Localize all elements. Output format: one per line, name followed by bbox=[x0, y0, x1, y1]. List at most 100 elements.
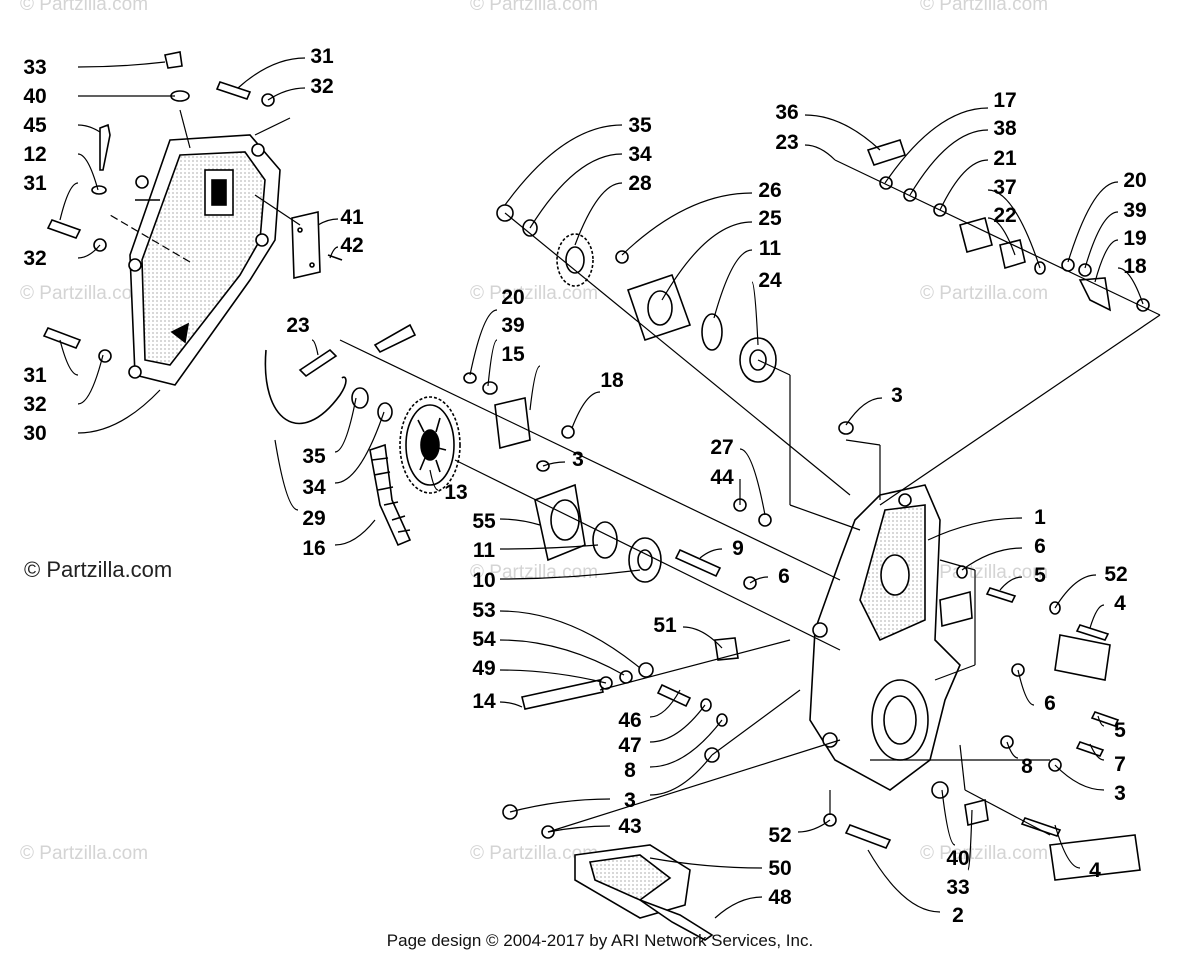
lower-sprocket-part bbox=[399, 396, 461, 494]
callout-number: 44 bbox=[710, 466, 734, 489]
callout-number: 25 bbox=[758, 207, 782, 230]
leader-line bbox=[649, 719, 723, 768]
watermark-text: © Partzilla.com bbox=[470, 843, 599, 864]
callout-number: 32 bbox=[310, 75, 333, 98]
callout-number: 5 bbox=[1034, 564, 1046, 587]
leader-line bbox=[317, 218, 339, 226]
leader-line bbox=[529, 365, 541, 411]
leader-line bbox=[751, 281, 759, 346]
leader-line bbox=[77, 244, 101, 259]
callout-number: 43 bbox=[618, 815, 641, 838]
spring-part bbox=[373, 323, 417, 354]
callout-number: 41 bbox=[340, 206, 364, 229]
callout-number: 42 bbox=[340, 234, 363, 257]
callout-number: 38 bbox=[993, 117, 1017, 140]
callout-number: 45 bbox=[23, 114, 47, 137]
callout-number: 4 bbox=[1089, 859, 1101, 882]
callout-number: 6 bbox=[778, 565, 790, 588]
callout-number: 48 bbox=[768, 886, 792, 909]
leader-line bbox=[487, 339, 498, 387]
leader-line bbox=[499, 518, 541, 526]
leader-line bbox=[987, 217, 1016, 256]
leader-line bbox=[1117, 267, 1144, 305]
callout-number: 1 bbox=[1034, 506, 1046, 529]
callout-number: 32 bbox=[23, 393, 46, 416]
leader-line bbox=[334, 411, 385, 484]
leader-line bbox=[1089, 604, 1105, 629]
callout-number: 19 bbox=[1123, 227, 1146, 250]
nut-part bbox=[351, 387, 369, 409]
leader-line bbox=[571, 391, 601, 429]
leader-line bbox=[504, 124, 623, 206]
callout-number: 35 bbox=[628, 114, 652, 137]
callout-number: 17 bbox=[993, 89, 1016, 112]
callout-number: 7 bbox=[1114, 753, 1126, 776]
leader-line bbox=[939, 159, 989, 211]
leader-line bbox=[499, 610, 641, 669]
page-footer: Page design © 2004-2017 by ARI Network S… bbox=[386, 931, 814, 950]
leader-line bbox=[334, 397, 357, 453]
callout-number: 12 bbox=[23, 143, 46, 166]
leader-line bbox=[739, 448, 766, 516]
drive-shaft-part bbox=[1049, 834, 1141, 881]
leader-line bbox=[1089, 743, 1105, 761]
leader-line bbox=[547, 825, 611, 833]
leader-line bbox=[1054, 824, 1081, 869]
leader-line bbox=[987, 189, 1041, 269]
bearing-part bbox=[628, 537, 662, 583]
callout-number: 6 bbox=[1034, 535, 1046, 558]
callout-number: 20 bbox=[501, 286, 524, 309]
callout-number: 32 bbox=[23, 247, 46, 270]
leader-line bbox=[1094, 239, 1119, 283]
leader-line bbox=[999, 576, 1023, 591]
callout-number: 11 bbox=[473, 539, 496, 562]
leader-line bbox=[649, 857, 763, 869]
callout-layer: 3340451231323132303132414223353429161320… bbox=[23, 45, 1147, 927]
callout-number: 52 bbox=[768, 824, 791, 847]
callout-number: 27 bbox=[710, 436, 733, 459]
leader-line bbox=[845, 397, 883, 426]
leader-line bbox=[661, 221, 753, 301]
cotter-pin-part bbox=[298, 348, 338, 378]
callout-number: 22 bbox=[993, 204, 1016, 227]
callout-number: 52 bbox=[1104, 563, 1127, 586]
callout-number: 21 bbox=[993, 147, 1017, 170]
leader-line bbox=[804, 114, 881, 151]
leader-line bbox=[499, 544, 599, 550]
watermark-text: © Partzilla.com bbox=[920, 283, 1049, 304]
callout-number: 36 bbox=[775, 101, 798, 124]
leader-line bbox=[274, 439, 299, 511]
callout-number: 37 bbox=[993, 176, 1016, 199]
leader-line bbox=[429, 469, 439, 491]
callout-number: 29 bbox=[302, 507, 325, 530]
callout-number: 49 bbox=[472, 657, 495, 680]
leader-line bbox=[469, 309, 498, 376]
watermark-text: © Partzilla.com bbox=[20, 283, 149, 304]
callout-number: 54 bbox=[472, 628, 496, 651]
callout-number: 40 bbox=[23, 85, 46, 108]
callout-number: 18 bbox=[1123, 255, 1147, 278]
leader-line bbox=[542, 461, 566, 467]
leader-line bbox=[499, 669, 607, 684]
callout-number: 10 bbox=[472, 569, 495, 592]
leader-line bbox=[77, 389, 161, 434]
callout-number: 34 bbox=[302, 476, 326, 499]
callout-number: 31 bbox=[23, 172, 47, 195]
leader-line bbox=[884, 107, 989, 184]
callout-number: 6 bbox=[1044, 692, 1056, 715]
callout-number: 46 bbox=[618, 709, 641, 732]
seal-part bbox=[592, 521, 618, 559]
leader-line bbox=[77, 124, 101, 133]
leader-line bbox=[1054, 764, 1105, 791]
long-bolt-part bbox=[844, 823, 892, 850]
leader-line bbox=[941, 789, 956, 846]
callout-number: 9 bbox=[732, 537, 744, 560]
leader-line bbox=[267, 87, 306, 101]
hex-bolt-part bbox=[521, 679, 604, 710]
tensioner-arm-part bbox=[1078, 277, 1112, 312]
callout-number: 11 bbox=[759, 237, 782, 260]
leader-line bbox=[311, 339, 319, 356]
chaincase-housing-part bbox=[809, 484, 961, 791]
cover-plate-part bbox=[291, 211, 343, 279]
